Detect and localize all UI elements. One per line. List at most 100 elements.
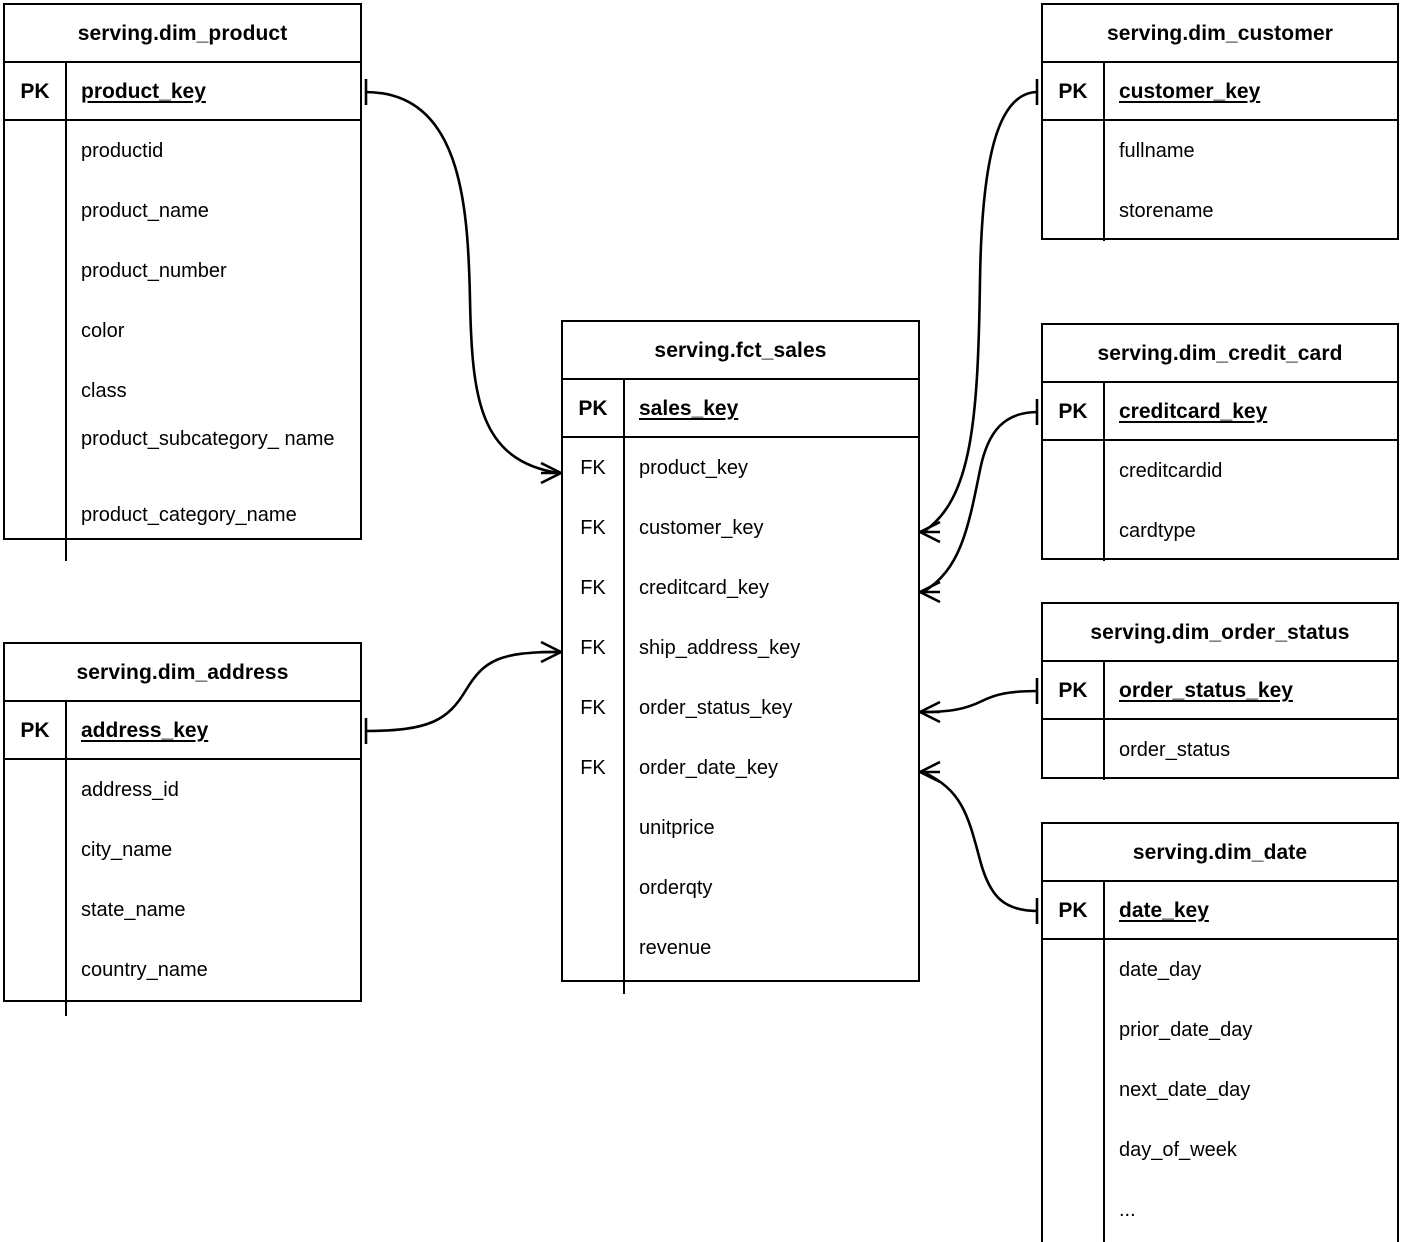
attr-tag <box>5 241 65 301</box>
edge-customer-to-sales <box>922 90 1039 534</box>
primary-key-row[interactable]: PK creditcard_key <box>1043 383 1397 441</box>
fk-tag: FK <box>580 457 606 479</box>
attribute-row: product_key <box>639 457 748 479</box>
attr-tag <box>5 121 65 181</box>
entity-dim-address[interactable]: serving.dim_address PK address_key addre… <box>3 642 362 1016</box>
attribute-row: date_day <box>1119 959 1202 981</box>
attribute-body: FK FK FK FK FK FK product_key customer_k… <box>563 438 918 994</box>
attr-tag <box>5 421 65 481</box>
spacer <box>625 978 918 994</box>
attribute-body: address_id city_name state_name country_… <box>5 760 360 1016</box>
edge-creditcard-to-sales <box>922 410 1039 594</box>
key-column: FK FK FK FK FK FK <box>563 438 625 994</box>
fk-tag: FK <box>580 577 606 599</box>
primary-key-row[interactable]: PK date_key <box>1043 882 1397 940</box>
attribute-row: productid <box>81 140 164 162</box>
entity-fct-sales[interactable]: serving.fct_sales PK sales_key FK FK FK … <box>561 320 920 994</box>
fk-tag: FK <box>580 697 606 719</box>
entity-dim-product[interactable]: serving.dim_product PK product_key produ <box>3 3 362 561</box>
attr-tag <box>5 361 65 421</box>
primary-key-row[interactable]: PK order_status_key <box>1043 662 1397 720</box>
attribute-row: order_date_key <box>639 757 778 779</box>
spacer <box>67 545 360 561</box>
attribute-row: city_name <box>81 839 173 861</box>
key-column: PK <box>1043 63 1105 119</box>
attr-tag <box>5 820 65 880</box>
attribute-row: cardtype <box>1119 520 1196 542</box>
name-column: creditcardid cardtype <box>1105 441 1397 561</box>
key-column: PK <box>1043 662 1105 718</box>
pk-field-name: sales_key <box>639 397 739 420</box>
cardinality-many-sales-customer <box>919 520 941 544</box>
name-column: creditcard_key <box>1105 383 1397 439</box>
name-column: product_key <box>67 63 360 119</box>
name-column: productid product_name product_number co… <box>67 121 360 561</box>
edge-address-to-sales <box>364 650 559 733</box>
name-column: date_key <box>1105 882 1397 938</box>
spacer <box>67 1000 360 1016</box>
name-column: customer_key <box>1105 63 1397 119</box>
cardinality-many-sales-product <box>540 461 562 485</box>
primary-key-row[interactable]: PK product_key <box>5 63 360 121</box>
fk-tag: FK <box>580 637 606 659</box>
pk-field-name: date_key <box>1119 899 1209 922</box>
attribute-row: color <box>81 320 125 342</box>
attribute-row: creditcard_key <box>639 577 770 599</box>
entity-dim-order-status[interactable]: serving.dim_order_status PK order_status… <box>1041 602 1399 780</box>
attribute-row: customer_key <box>639 517 764 539</box>
attr-tag <box>5 880 65 940</box>
key-column: PK <box>1043 383 1105 439</box>
entity-title: serving.dim_date <box>1043 824 1397 882</box>
pk-field-name: customer_key <box>1119 80 1261 103</box>
attr-tag <box>1043 1000 1103 1060</box>
pk-tag: PK <box>1058 679 1088 702</box>
key-column <box>1043 720 1105 780</box>
attribute-row: order_status <box>1119 739 1231 761</box>
edge-product-to-sales <box>364 90 559 475</box>
entity-dim-customer[interactable]: serving.dim_customer PK customer_key ful… <box>1041 3 1399 241</box>
primary-key-row[interactable]: PK sales_key <box>563 380 918 438</box>
pk-tag: PK <box>20 80 50 103</box>
attr-tag <box>1043 501 1103 561</box>
attribute-row: order_status_key <box>639 697 793 719</box>
name-column: order_status <box>1105 720 1397 780</box>
attr-tag <box>1043 181 1103 241</box>
attr-tag <box>1043 441 1103 501</box>
pk-field-name: order_status_key <box>1119 679 1293 702</box>
pk-field-name: product_key <box>81 80 206 103</box>
attribute-row: unitprice <box>639 817 715 839</box>
name-column: product_key customer_key creditcard_key … <box>625 438 918 994</box>
entity-dim-credit-card[interactable]: serving.dim_credit_card PK creditcard_ke… <box>1041 323 1399 561</box>
attr-tag <box>1043 1060 1103 1120</box>
attr-tag <box>1043 720 1103 780</box>
attribute-row: prior_date_day <box>1119 1019 1253 1041</box>
name-column: address_key <box>67 702 360 758</box>
spacer <box>5 541 65 557</box>
cardinality-many-sales-address <box>540 640 562 664</box>
attribute-row: orderqty <box>639 877 713 899</box>
attribute-row: product_number <box>81 260 227 282</box>
primary-key-row[interactable]: PK customer_key <box>1043 63 1397 121</box>
key-column: PK <box>5 63 67 119</box>
attr-tag <box>5 481 65 541</box>
pk-tag: PK <box>20 719 50 742</box>
attribute-row: ... <box>1119 1199 1136 1221</box>
name-column: order_status_key <box>1105 662 1397 718</box>
attribute-body: productid product_name product_number co… <box>5 121 360 561</box>
fk-tag: FK <box>580 757 606 779</box>
fk-tag: FK <box>580 517 606 539</box>
attribute-row: next_date_day <box>1119 1079 1251 1101</box>
cardinality-many-sales-orderstatus <box>919 700 941 724</box>
primary-key-row[interactable]: PK address_key <box>5 702 360 760</box>
entity-title: serving.dim_customer <box>1043 5 1397 63</box>
entity-dim-date[interactable]: serving.dim_date PK date_key date_day pr… <box>1041 822 1399 1242</box>
attribute-row: storename <box>1119 200 1214 222</box>
pk-field-name: creditcard_key <box>1119 400 1268 423</box>
name-column: address_id city_name state_name country_… <box>67 760 360 1016</box>
attribute-row: product_category_name <box>81 504 297 526</box>
attr-tag <box>1043 1180 1103 1240</box>
attr-tag <box>5 760 65 820</box>
name-column: date_day prior_date_day next_date_day da… <box>1105 940 1397 1242</box>
attr-tag <box>1043 940 1103 1000</box>
